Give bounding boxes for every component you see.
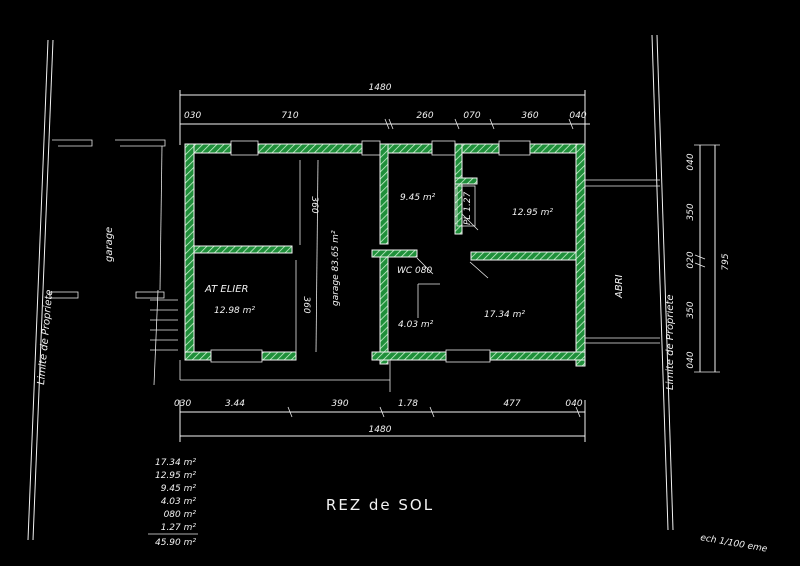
bottom-dim-3: 390	[331, 399, 348, 409]
bottom-dim-1: 030	[174, 399, 191, 409]
neighbor-garage-label: garage	[104, 227, 115, 262]
bottom-dim-6: 040	[565, 399, 582, 409]
entry-stairs	[150, 299, 178, 351]
left-dim-upper: 360	[309, 196, 319, 213]
top-dimension-lines	[179, 90, 590, 145]
atelier-label: AT ELIER	[204, 284, 249, 295]
room-403-area: 4.03 m²	[398, 320, 434, 330]
area-list-item: 9.45 m²	[161, 484, 197, 494]
garage-label: garage 83.65 m²	[331, 230, 341, 306]
bottom-dim-4: 1.78	[398, 399, 418, 409]
right-dim-4: 350	[686, 301, 696, 318]
pl-label: PL 1.27	[463, 191, 473, 225]
wc-label: WC 080	[397, 266, 432, 276]
right-dimension-lines	[694, 144, 720, 373]
right-dim-5: 040	[686, 351, 696, 368]
atelier-area: 12.98 m²	[214, 306, 255, 316]
top-dim-4: 070	[463, 111, 480, 121]
walls	[184, 143, 586, 367]
room-1734-area: 17.34 m²	[484, 310, 525, 320]
left-limit-label: Limite de Propriete	[36, 289, 55, 385]
right-dim-3: 020	[686, 251, 696, 268]
bottom-dim-2: 3.44	[225, 399, 245, 409]
top-total-dim: 1480	[369, 83, 392, 93]
area-list-item: 17.34 m²	[155, 458, 196, 468]
right-dim-2: 350	[686, 203, 696, 220]
property-limit-left	[27, 39, 54, 541]
scale-note: ech 1/100 eme	[699, 533, 768, 555]
plan-title: REZ de SOL	[326, 496, 434, 514]
room-945-area: 9.45 m²	[400, 193, 436, 203]
abri-label: ABRI	[614, 274, 625, 299]
top-dim-5: 360	[521, 111, 538, 121]
area-list-item: 4.03 m²	[161, 497, 197, 507]
interior-lines	[179, 159, 660, 392]
windows	[210, 140, 531, 363]
area-list-item: 080 m²	[164, 510, 197, 520]
area-list-item: 12.95 m²	[155, 471, 196, 481]
bottom-total-dim: 1480	[369, 425, 392, 435]
right-dim-1: 040	[686, 153, 696, 170]
top-dim-1: 030	[184, 111, 201, 121]
top-dim-6: 040	[569, 111, 586, 121]
right-total-dim: 795	[721, 253, 731, 270]
neighbor-garage-outline	[49, 139, 178, 386]
room-1295-area: 12.95 m²	[512, 208, 553, 218]
top-dim-3: 260	[416, 111, 433, 121]
top-dim-2: 710	[281, 111, 298, 121]
right-limit-label: Limite de Propriete	[665, 294, 676, 390]
left-dim-lower: 360	[301, 296, 311, 313]
area-list-total: 45.90 m²	[155, 538, 196, 548]
bottom-dimension-lines	[179, 400, 586, 442]
property-limit-right	[651, 34, 674, 531]
area-summary-list: 17.34 m² 12.95 m² 9.45 m² 4.03 m² 080 m²…	[148, 458, 198, 548]
bottom-dim-5: 477	[503, 399, 520, 409]
area-list-item: 1.27 m²	[161, 523, 197, 533]
